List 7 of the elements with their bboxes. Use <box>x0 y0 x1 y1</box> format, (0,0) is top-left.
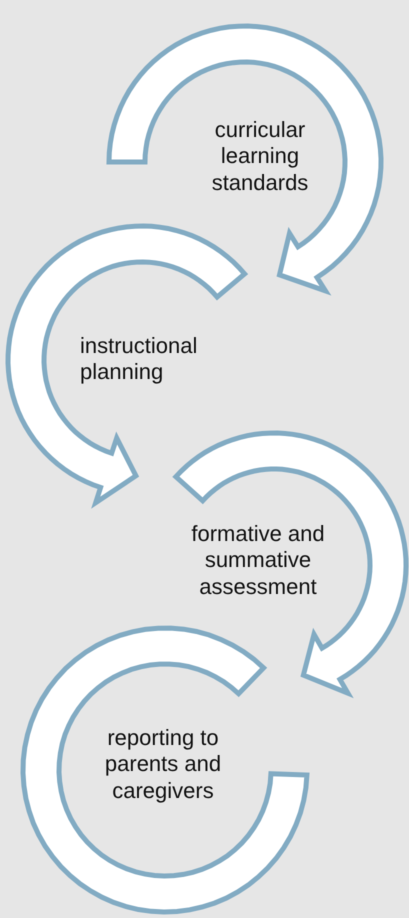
step-label: curricular learning standards <box>210 117 310 196</box>
curved-arrow <box>172 430 408 698</box>
step-label: formative and summative assessment <box>190 521 326 600</box>
step-label: instructional planning <box>80 333 198 386</box>
curved-arrow <box>6 224 248 509</box>
curved-arrow <box>106 24 384 296</box>
step-label: reporting to parents and caregivers <box>104 725 222 804</box>
